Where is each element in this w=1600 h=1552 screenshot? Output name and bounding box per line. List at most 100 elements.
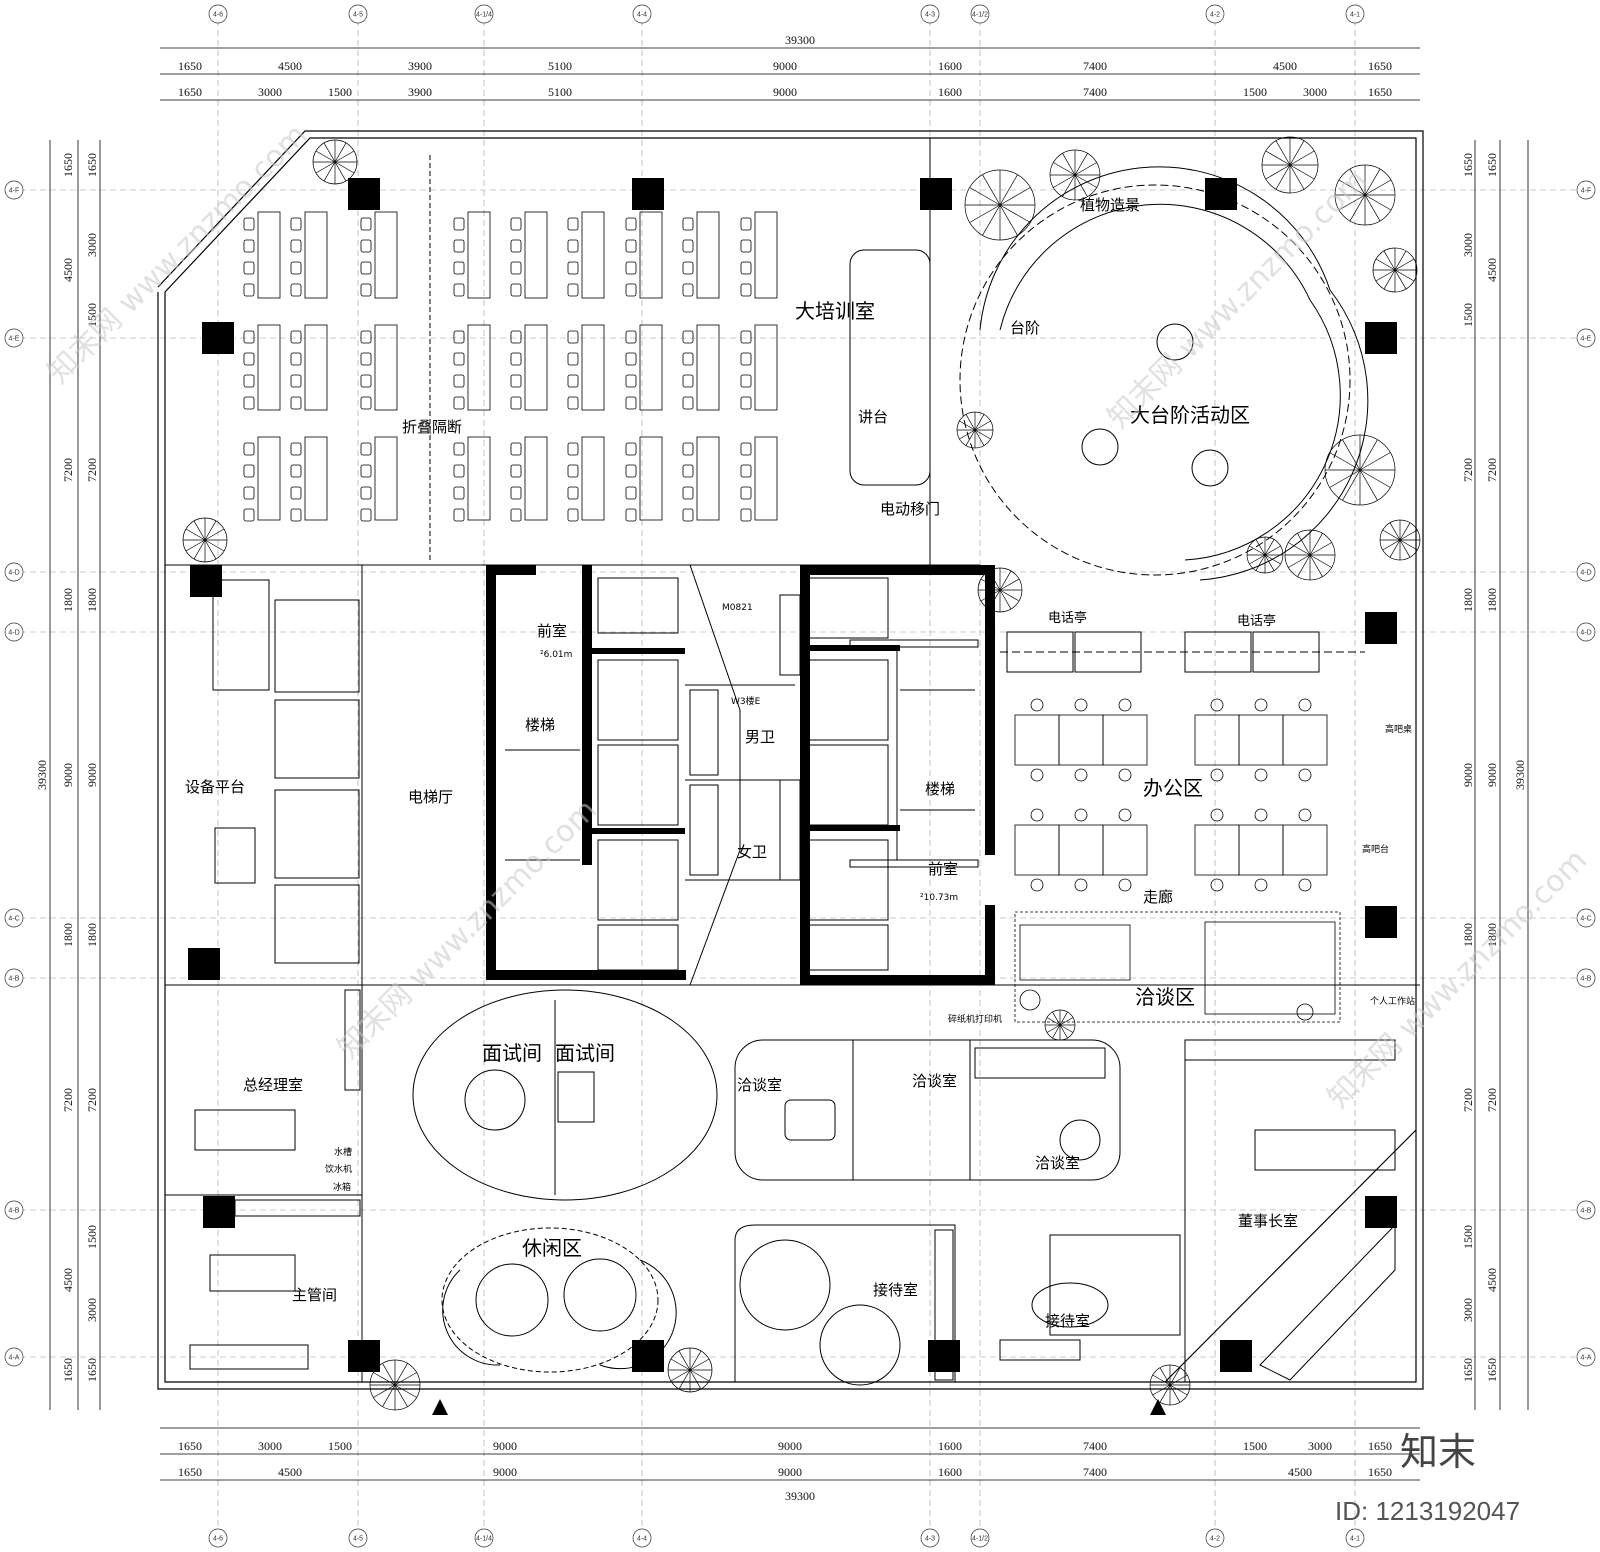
negotiation-area <box>1014 911 1341 1023</box>
dim-label: 3000 <box>258 1439 282 1453</box>
chair <box>243 330 255 344</box>
dim-label: 1650 <box>61 1358 75 1382</box>
chair <box>453 464 465 478</box>
desk <box>696 324 720 411</box>
dim-label: 1650 <box>178 85 202 99</box>
desk <box>374 324 398 411</box>
chair <box>360 239 372 253</box>
chair <box>682 396 694 410</box>
chair <box>740 464 752 478</box>
column <box>632 1340 664 1372</box>
chair <box>510 330 522 344</box>
axis-label: 4-6 <box>213 12 223 19</box>
dim-label: 9000 <box>1485 763 1499 787</box>
lounge <box>441 1227 677 1373</box>
label-front-room-2: 前室 <box>928 860 958 878</box>
label-negotiation: 洽谈区 <box>1135 985 1195 1009</box>
dim-label: 9000 <box>778 1439 802 1453</box>
dim-label: 1500 <box>328 1439 352 1453</box>
office-desk <box>1058 714 1104 766</box>
axis-bubble <box>1576 328 1596 348</box>
chair <box>567 486 579 500</box>
chair <box>682 217 694 231</box>
axis-bubble <box>348 1528 368 1548</box>
chair <box>567 283 579 297</box>
chair <box>682 464 694 478</box>
chair <box>625 261 637 275</box>
dim-label: 1650 <box>61 153 75 177</box>
label-elevator-hall: 电梯厅 <box>408 788 453 806</box>
office-chair <box>1298 698 1312 712</box>
chair <box>625 217 637 231</box>
dim-label: 5100 <box>548 85 572 99</box>
training-desks <box>243 211 778 522</box>
label-office: 办公区 <box>1143 776 1203 800</box>
column <box>632 178 664 210</box>
column <box>920 178 952 210</box>
office-desk <box>1238 714 1284 766</box>
office-chair <box>1254 698 1268 712</box>
dim-label: 1650 <box>85 153 99 177</box>
chair <box>567 464 579 478</box>
dim-label: 4500 <box>1288 1465 1312 1479</box>
axis-label: 4-D <box>8 570 19 577</box>
chair <box>243 239 255 253</box>
chair <box>567 508 579 522</box>
label-steps: 台阶 <box>1010 319 1040 337</box>
column <box>188 948 220 980</box>
axis-bubble <box>1345 4 1365 24</box>
dim-label: 1500 <box>1243 1439 1267 1453</box>
tree <box>1149 1364 1191 1406</box>
dim-label: 1600 <box>938 85 962 99</box>
office-desk <box>1282 714 1328 766</box>
tree <box>667 1347 713 1393</box>
office-chair <box>1298 808 1312 822</box>
axis-bubble <box>1576 908 1596 928</box>
chair <box>625 330 637 344</box>
axis-bubble <box>474 4 494 24</box>
chair <box>567 217 579 231</box>
chair <box>567 352 579 366</box>
dim-label: 1650 <box>178 1465 202 1479</box>
axis-label: 4-2 <box>1210 1536 1220 1543</box>
office-chair <box>1074 768 1088 782</box>
chair <box>243 486 255 500</box>
desk <box>257 324 281 411</box>
tree <box>1379 519 1421 561</box>
label-interview-2: 面试间 <box>555 1041 615 1065</box>
axis-label: 4-C <box>1580 916 1591 923</box>
dim-label: 7400 <box>1083 59 1107 73</box>
chair <box>625 374 637 388</box>
chair <box>682 352 694 366</box>
axis-label: 4-C <box>8 916 19 923</box>
entrance-marker <box>432 1399 448 1415</box>
chair <box>360 464 372 478</box>
tree <box>1044 1009 1076 1041</box>
label-stair-2: 楼梯 <box>925 780 955 798</box>
tree <box>312 139 358 185</box>
chair <box>243 374 255 388</box>
chair <box>243 442 255 456</box>
dim-label: 1650 <box>178 59 202 73</box>
tree <box>369 1359 421 1411</box>
dim-label: 1800 <box>1461 588 1475 612</box>
office-chair <box>1210 878 1224 892</box>
svg-text:知末网 www.znzmo.com: 知末网 www.znzmo.com <box>1321 843 1594 1116</box>
chair <box>360 261 372 275</box>
dim-label: 3000 <box>1303 85 1327 99</box>
chair <box>510 486 522 500</box>
dim-label: 1650 <box>85 1358 99 1382</box>
label-water-bar: 水槽 <box>334 1146 352 1158</box>
dim-label: 1800 <box>85 588 99 612</box>
chair <box>740 486 752 500</box>
chair <box>290 261 302 275</box>
logo-text: 知末 <box>1400 1430 1476 1474</box>
chairman-office <box>1184 1039 1396 1382</box>
dim-label: 1650 <box>178 1439 202 1453</box>
dim-label: 4500 <box>1273 59 1297 73</box>
tree <box>956 411 994 449</box>
column <box>1205 178 1237 210</box>
desk <box>467 211 491 299</box>
